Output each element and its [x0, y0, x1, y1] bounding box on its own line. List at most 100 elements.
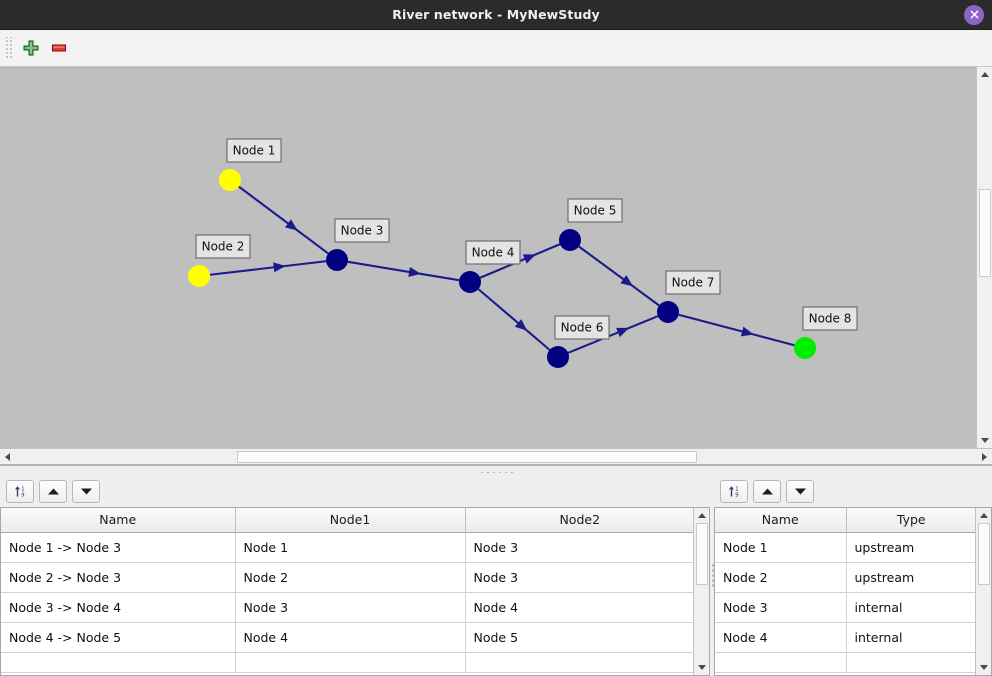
node-scroll-up-button[interactable] [976, 508, 991, 523]
branch-column-header[interactable]: Node2 [465, 508, 693, 533]
branch-scroll-up-button[interactable] [694, 508, 709, 523]
node-column-header[interactable]: Type [846, 508, 975, 533]
graph-node-node1[interactable] [219, 169, 241, 191]
graph-node-node7[interactable] [657, 301, 679, 323]
node-label-node7[interactable]: Node 7 [665, 270, 721, 295]
table-cell[interactable]: Node 3 [465, 532, 693, 563]
diagram-vertical-scrollbar[interactable] [976, 67, 992, 448]
table-cell[interactable]: Node 3 -> Node 4 [1, 592, 236, 623]
node-scroll-down-button[interactable] [976, 660, 991, 675]
table-cell[interactable]: Node 1 -> Node 3 [1, 532, 236, 563]
vertical-scroll-track[interactable] [977, 82, 992, 433]
remove-node-button[interactable] [45, 34, 73, 62]
graph-node-node5[interactable] [559, 229, 581, 251]
branch-column-header[interactable]: Node1 [235, 508, 466, 533]
graph-node-node2[interactable] [188, 265, 210, 287]
edge-arrow-icon [522, 254, 536, 264]
branch-scroll-thumb[interactable] [696, 523, 708, 585]
graph-node-node3[interactable] [326, 249, 348, 271]
edge-Node7-Node8[interactable] [678, 313, 795, 347]
node-label-text: Node 1 [233, 144, 276, 158]
table-row-empty[interactable] [1, 652, 693, 673]
branch-sort-button[interactable]: 1 9 [6, 480, 34, 503]
table-cell[interactable]: Node 3 [715, 592, 847, 623]
table-cell[interactable]: Node 1 [235, 532, 466, 563]
horizontal-scroll-thumb[interactable] [237, 451, 697, 463]
graph-node-node8[interactable] [794, 337, 816, 359]
vertical-scroll-thumb[interactable] [979, 189, 991, 277]
edge-Node6-Node7[interactable] [567, 315, 659, 354]
edge-Node2-Node3[interactable] [209, 260, 327, 276]
node-scroll-thumb[interactable] [978, 523, 990, 585]
node-scroll-track[interactable] [976, 523, 991, 660]
edge-Node1-Node3[interactable] [238, 185, 329, 255]
table-cell[interactable]: upstream [846, 562, 975, 593]
branch-vertical-scrollbar[interactable] [693, 508, 709, 675]
branch-scroll-down-button[interactable] [694, 660, 709, 675]
branch-scroll-track[interactable] [694, 523, 709, 660]
branch-move-up-button[interactable] [39, 480, 67, 503]
edge-Node3-Node4[interactable] [347, 260, 460, 282]
table-cell-empty[interactable] [465, 652, 693, 673]
graph-node-node6[interactable] [547, 346, 569, 368]
table-cell[interactable]: upstream [846, 532, 975, 563]
table-cell[interactable]: Node 4 -> Node 5 [1, 622, 236, 653]
table-cell[interactable]: Node 2 [715, 562, 847, 593]
table-cell[interactable]: Node 4 [465, 592, 693, 623]
table-cell[interactable]: Node 4 [235, 622, 466, 653]
node-move-up-button[interactable] [753, 480, 781, 503]
node-vertical-scrollbar[interactable] [975, 508, 991, 675]
table-cell-empty[interactable] [846, 652, 975, 673]
node-label-node2[interactable]: Node 2 [195, 234, 251, 259]
scroll-down-button[interactable] [977, 433, 992, 448]
table-cell-empty[interactable] [715, 652, 847, 673]
node-label-node5[interactable]: Node 5 [567, 198, 623, 223]
scroll-left-button[interactable] [0, 449, 15, 464]
scroll-right-button[interactable] [977, 449, 992, 464]
horizontal-scroll-track[interactable] [15, 449, 977, 464]
table-cell-empty[interactable] [235, 652, 466, 673]
node-label-node8[interactable]: Node 8 [802, 306, 858, 331]
node-label-node1[interactable]: Node 1 [226, 138, 282, 163]
table-cell-empty[interactable] [1, 652, 236, 673]
scroll-up-button[interactable] [977, 67, 992, 82]
table-row-empty[interactable] [715, 652, 975, 673]
edge-arrow-icon [273, 262, 286, 273]
table-cell[interactable]: Node 3 [235, 592, 466, 623]
table-cell[interactable]: Node 2 -> Node 3 [1, 562, 236, 593]
vertical-splitter[interactable] [710, 476, 714, 676]
table-cell[interactable]: Node 1 [715, 532, 847, 563]
close-button[interactable] [964, 4, 984, 25]
node-sort-button[interactable]: 1 9 [720, 480, 748, 503]
branch-column-header[interactable]: Name [1, 508, 236, 533]
table-cell[interactable]: Node 3 [465, 562, 693, 593]
network-canvas[interactable]: Node 1 Node 2 Node 3 Node 4 Node 5 Node 6 Node… [0, 67, 976, 448]
toolbar-grip[interactable] [4, 37, 13, 59]
graph-node-node4[interactable] [459, 271, 481, 293]
node-label-box [465, 240, 521, 265]
table-cell[interactable]: Node 2 [235, 562, 466, 593]
node-move-down-button[interactable] [786, 480, 814, 503]
branch-move-down-button[interactable] [72, 480, 100, 503]
diagram-horizontal-scrollbar[interactable] [0, 448, 992, 464]
table-cell[interactable]: internal [846, 622, 975, 653]
node-label-node6[interactable]: Node 6 [554, 315, 610, 340]
edge-Node4-Node6[interactable] [477, 288, 551, 351]
table-cell[interactable]: Node 4 [715, 622, 847, 653]
node-label-node4[interactable]: Node 4 [465, 240, 521, 265]
node-column-header[interactable]: Name [715, 508, 847, 533]
table-cell[interactable]: internal [846, 592, 975, 623]
node-label-node3[interactable]: Node 3 [334, 218, 390, 243]
add-node-button[interactable] [17, 34, 45, 62]
table-cell[interactable]: Node 5 [465, 622, 693, 653]
horizontal-splitter[interactable] [0, 465, 992, 476]
edge-Node5-Node7[interactable] [578, 245, 660, 307]
